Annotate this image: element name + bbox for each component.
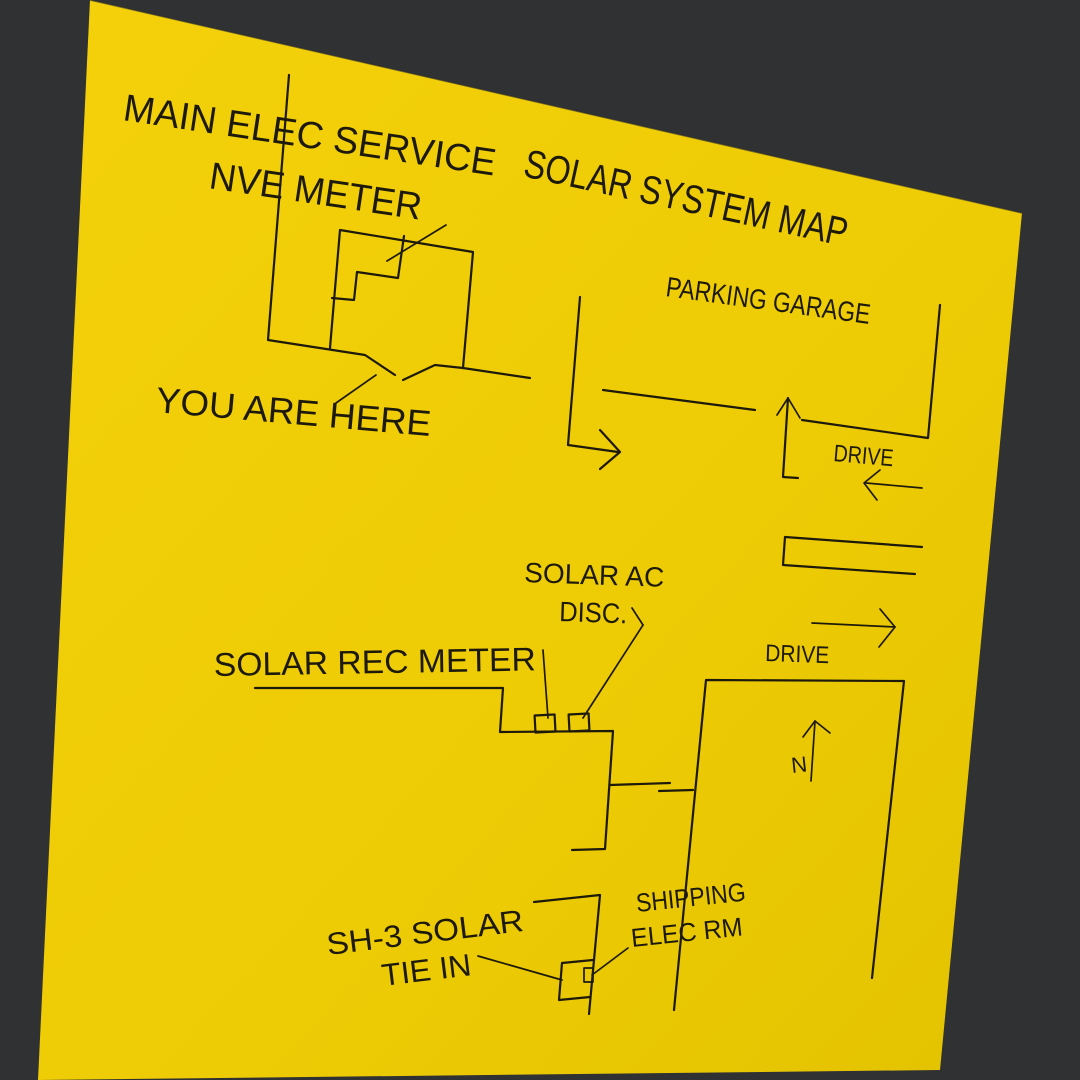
solar-rec-meter-box <box>533 713 557 734</box>
solar-rec-meter-leader <box>542 649 549 719</box>
main-building-outline <box>672 678 906 1012</box>
drive-label-top: DRIVE <box>832 440 894 472</box>
solar-equipment-building <box>253 686 695 852</box>
arrow-right-icon <box>811 608 896 648</box>
north-arrow-icon <box>802 720 831 782</box>
solar-ac-disc-box <box>567 712 591 733</box>
solar-ac-disc-leader <box>582 624 644 719</box>
parking-garage <box>566 295 942 471</box>
solar-rec-meter-label: SOLAR REC METER <box>213 640 536 683</box>
you-are-here-leader <box>335 374 377 404</box>
arrow-left-icon <box>863 469 923 501</box>
drive-label-bottom: DRIVE <box>765 640 830 669</box>
sign-plate <box>38 0 1022 1080</box>
solar-ac-label-line2: DISC. <box>559 596 628 629</box>
shipping-elec-room <box>532 893 629 1016</box>
north-label: N <box>790 751 808 778</box>
sh3-tie-in-leader <box>477 955 563 981</box>
main-electrical-service-building <box>266 73 532 382</box>
garage-entrance-arrow-icon <box>776 396 801 480</box>
road-median <box>781 535 924 576</box>
solar-ac-label-line1: SOLAR AC <box>524 557 665 593</box>
